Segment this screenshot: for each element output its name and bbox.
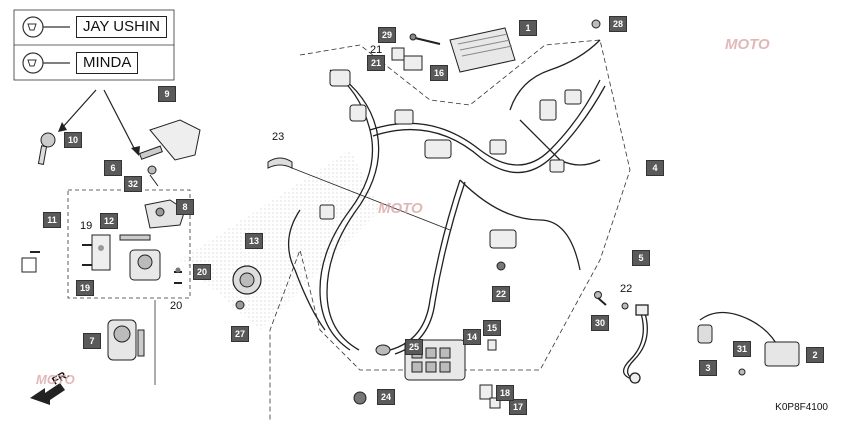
callout-17[interactable]: 17 [509, 399, 527, 415]
bolt-icon [409, 19, 746, 376]
callout-32[interactable]: 32 [124, 176, 142, 192]
legend-jay-ushin: JAY USHIN [76, 16, 167, 38]
callout-12[interactable]: 12 [100, 213, 118, 229]
lock-cylinder-icon [107, 319, 145, 361]
callout-7[interactable]: 7 [83, 333, 101, 349]
callout-1[interactable]: 1 [519, 20, 537, 36]
sub-harness-icon [623, 304, 649, 384]
fastener-icon [175, 267, 245, 310]
callout-16[interactable]: 16 [430, 65, 448, 81]
label-22: 22 [620, 283, 633, 295]
label-23: 23 [272, 131, 285, 143]
front-direction-arrow [30, 383, 65, 405]
seat-lock-icon [144, 199, 186, 229]
callout-6[interactable]: 6 [104, 160, 122, 176]
lock-bracket-icon [91, 234, 111, 271]
leader-line [61, 89, 97, 129]
callout-11[interactable]: 11 [43, 212, 61, 228]
callout-27[interactable]: 27 [231, 326, 249, 342]
watermark: MOTO [725, 36, 770, 53]
key-set-icon [138, 119, 201, 187]
callout-2[interactable]: 2 [806, 347, 824, 363]
label-19: 19 [80, 220, 93, 232]
callout-31[interactable]: 31 [733, 341, 751, 357]
clamp-icon [267, 157, 293, 169]
minda-key-icon [22, 52, 70, 74]
callout-14[interactable]: 14 [463, 329, 481, 345]
callout-4[interactable]: 4 [646, 160, 664, 176]
callout-19[interactable]: 19 [76, 280, 94, 296]
leader-line [103, 89, 136, 151]
ignition-switch-icon [119, 234, 161, 281]
callout-28[interactable]: 28 [609, 16, 627, 32]
callout-8[interactable]: 8 [176, 199, 194, 215]
callout-18[interactable]: 18 [496, 385, 514, 401]
callout-3[interactable]: 3 [699, 360, 717, 376]
lockset-group-outline [67, 189, 191, 299]
horn-icon [232, 265, 262, 295]
watermark: MOTO [36, 372, 75, 387]
callout-22[interactable]: 22 [492, 286, 510, 302]
callout-29[interactable]: 29 [378, 27, 396, 43]
callout-5[interactable]: 5 [632, 250, 650, 266]
background-shading [180, 150, 380, 330]
callout-30[interactable]: 30 [591, 315, 609, 331]
grommet-icon [353, 261, 506, 405]
key-blank-icon [37, 132, 56, 165]
label-21: 21 [370, 44, 383, 56]
harness-group-outline [269, 39, 631, 420]
callout-15[interactable]: 15 [483, 320, 501, 336]
callout-13[interactable]: 13 [245, 233, 263, 249]
ecu-module-icon [449, 27, 516, 73]
reference-code: K0P8F4100 [775, 402, 828, 413]
legend-minda: MINDA [76, 52, 139, 74]
blank-plate-icon [21, 257, 37, 273]
callout-9[interactable]: 9 [158, 86, 176, 102]
callout-24[interactable]: 24 [377, 389, 395, 405]
connector-icon [319, 69, 582, 249]
ignition-coil-icon [697, 311, 800, 367]
watermark: MOTO [378, 200, 423, 217]
callout-25[interactable]: 25 [405, 339, 423, 355]
jay-ushin-key-icon [22, 16, 70, 38]
callout-10[interactable]: 10 [64, 132, 82, 148]
label-20: 20 [170, 300, 183, 312]
callout-21[interactable]: 21 [367, 55, 385, 71]
callout-20[interactable]: 20 [193, 264, 211, 280]
